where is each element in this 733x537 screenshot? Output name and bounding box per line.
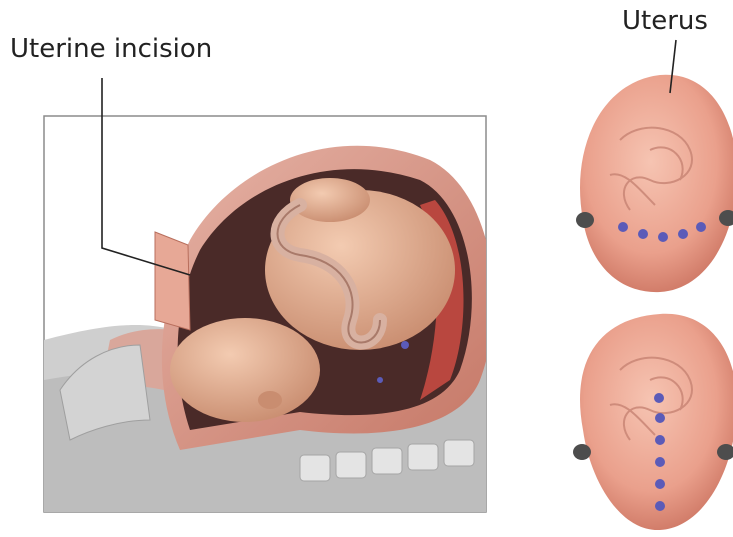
uterus-vertical-incision bbox=[573, 314, 733, 530]
uterus-horizontal-incision bbox=[576, 40, 733, 292]
cross-section-panel bbox=[44, 78, 494, 512]
